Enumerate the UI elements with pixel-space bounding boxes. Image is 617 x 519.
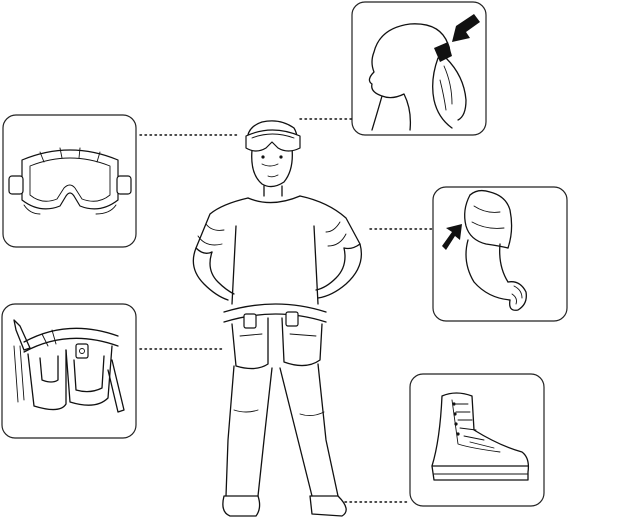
callout-goggles-panel (3, 115, 136, 247)
callout-tool-belt-panel (2, 304, 136, 438)
callout-boots-panel (410, 374, 544, 506)
child-figure (193, 121, 361, 516)
callout-tied-hair-panel (352, 2, 486, 135)
callout-rolled-sleeves-panel (433, 187, 567, 321)
figure-tool-belt (224, 304, 326, 369)
head-goggles (246, 130, 300, 151)
